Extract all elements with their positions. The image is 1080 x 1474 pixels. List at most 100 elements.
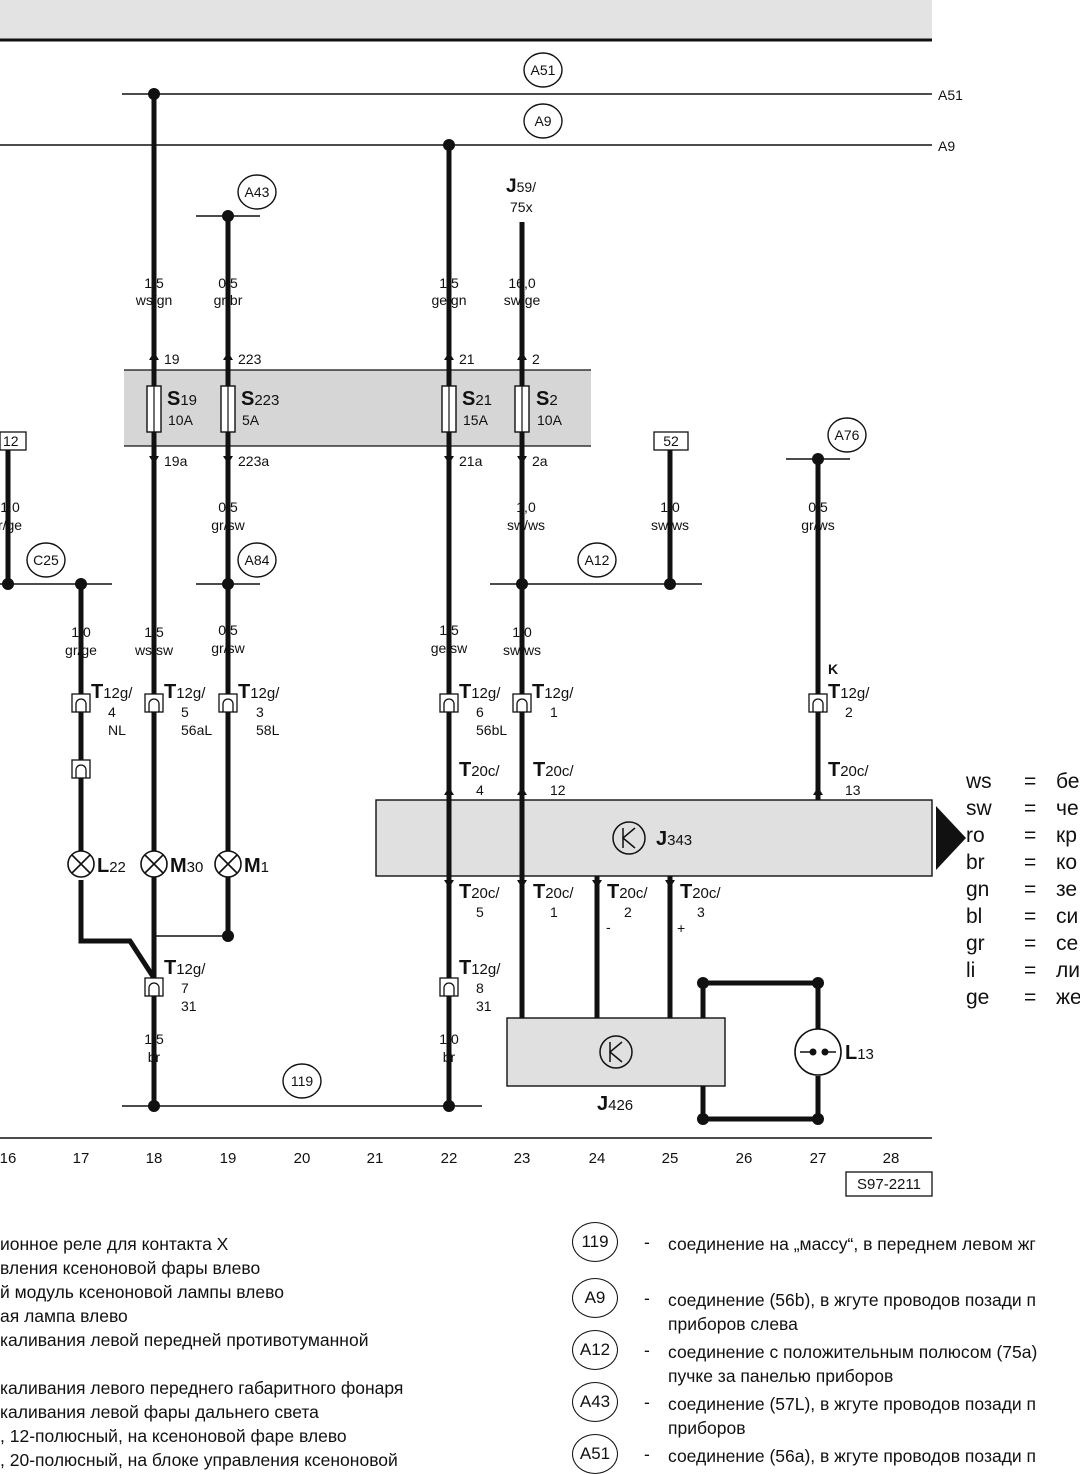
svg-text:25: 25 [662,1150,679,1167]
continuation-arrow [936,806,966,870]
svg-text:56bL: 56bL [476,722,507,738]
svg-text:12: 12 [3,433,19,449]
svg-text:0,5: 0,5 [218,499,238,515]
svg-text:24: 24 [589,1150,606,1167]
svg-text:T12g/: T12g/ [532,681,574,703]
t12-connector-pins [75,698,824,996]
svg-text:58L: 58L [256,722,280,738]
svg-text:20: 20 [294,1150,311,1167]
svg-text:A43: A43 [245,184,270,200]
legend-row: ge=же [966,986,1080,1009]
ref-circle: A51 [572,1434,618,1474]
svg-text:S21: S21 [462,388,492,410]
svg-text:1,0: 1,0 [71,624,91,640]
svg-text:22: 22 [441,1150,458,1167]
svg-text:52: 52 [663,433,679,449]
svg-text:T12g/: T12g/ [164,681,206,703]
svg-text:A12: A12 [585,552,610,568]
svg-text:br: br [443,1049,456,1065]
lamp-m30: M30 [140,850,203,878]
box-52: 52 [653,431,689,451]
svg-text:T20c/: T20c/ [459,881,500,903]
svg-text:1,0: 1,0 [439,1031,459,1047]
fuse-panel [124,370,591,446]
color-legend: ws=бе sw=че ro=кр br=ко gn=зе bl=си gr=с… [966,768,1080,1011]
svg-text:119: 119 [291,1073,314,1089]
svg-text:J343: J343 [656,828,692,850]
description-line: , 12-полюсный, на ксеноновой фаре влево [0,1426,347,1446]
track-numbers: 16 17 18 19 20 21 22 23 24 25 26 27 28 [0,1150,899,1167]
legend-row: bl=си [966,905,1079,928]
junction-dots [2,88,824,1125]
svg-text:1,5: 1,5 [144,624,164,640]
svg-text:NL: NL [108,722,126,738]
svg-text:1,5: 1,5 [439,622,459,638]
svg-text:1: 1 [550,904,558,920]
svg-text:T12g/: T12g/ [459,957,501,979]
svg-text:T12g/: T12g/ [91,681,133,703]
svg-text:sw/ws: sw/ws [507,517,545,533]
svg-text:21: 21 [367,1150,384,1167]
svg-text:S97-2211: S97-2211 [857,1176,921,1193]
svg-text:17: 17 [73,1150,90,1167]
svg-text:28: 28 [883,1150,900,1167]
svg-text:5: 5 [181,704,189,720]
svg-text:3: 3 [697,904,705,920]
fuse-s223: S223 5A 223 223a [220,351,279,469]
svg-text:ws/gn: ws/gn [135,292,173,308]
description-line: , 20-полюсный, на блоке управления ксено… [0,1450,398,1470]
svg-text:M30: M30 [170,855,203,877]
svg-text:5: 5 [476,904,484,920]
svg-text:T20c/: T20c/ [459,759,500,781]
svg-text:S2: S2 [536,388,558,410]
legend-row: sw=че [966,797,1079,820]
svg-text:8: 8 [476,980,484,996]
svg-text:ge/sw: ge/sw [431,640,468,656]
description-line: каливания левого переднего габаритного ф… [0,1378,404,1398]
t12-labels: T12g/ 4 NL T12g/ 5 56aL T12g/ 3 58L T12g… [91,661,870,1014]
svg-text:223a: 223a [238,453,269,469]
relay-j59-label: J59/ [506,176,536,197]
svg-text:J426: J426 [597,1093,633,1115]
svg-text:13: 13 [845,782,861,798]
j426-module [506,1017,726,1087]
wire-labels: 1,5 ws/gn 0,5 gr/br 1,5 ge/gn 16,0 sw/ge… [0,275,835,1065]
ref-circle: A9 [572,1278,618,1318]
svg-text:gr/sw: gr/sw [211,517,245,533]
svg-text:31: 31 [476,998,492,1014]
svg-text:21: 21 [459,351,475,367]
description-line: й модуль ксеноновой лампы влево [0,1282,284,1302]
svg-text:S19: S19 [167,388,197,410]
svg-text:T12g/: T12g/ [164,957,206,979]
svg-text:27: 27 [810,1150,827,1167]
svg-text:T20c/: T20c/ [533,759,574,781]
svg-text:gr/sw: gr/sw [211,640,245,656]
connection-point-a12: A12 [577,542,617,578]
svg-text:C25: C25 [33,552,59,568]
svg-text:56aL: 56aL [181,722,212,738]
svg-text:1,5: 1,5 [144,275,164,291]
ref-circle: A12 [572,1330,618,1370]
legend-row: gn=зе [966,878,1078,901]
svg-text:sw/ws: sw/ws [503,642,541,658]
svg-text:T20c/: T20c/ [533,881,574,903]
description-line: ионное реле для контакта X [0,1234,229,1254]
svg-text:7: 7 [181,980,189,996]
svg-text:5A: 5A [242,412,260,428]
connection-point-c25: C25 [26,542,66,578]
svg-text:gr/ge: gr/ge [65,642,97,658]
svg-text:3: 3 [256,704,264,720]
svg-text:2: 2 [845,704,853,720]
svg-text:4: 4 [108,704,116,720]
svg-text:15A: 15A [463,412,489,428]
svg-text:1: 1 [550,704,558,720]
svg-text:M1: M1 [244,855,269,877]
fuse-s2: S2 10A 2 2a [514,351,563,469]
fuse-s19: S19 10A 19 19a [146,351,197,469]
svg-text:1,0: 1,0 [512,624,532,640]
j343-label: J343 [612,821,692,855]
connection-point-a76: A76 [827,417,867,453]
svg-text:1,0: 1,0 [0,499,20,515]
t20-labels: T20c/ 4 T20c/ 12 T20c/ 13 T20c/ 5 T20c/ … [459,759,869,936]
